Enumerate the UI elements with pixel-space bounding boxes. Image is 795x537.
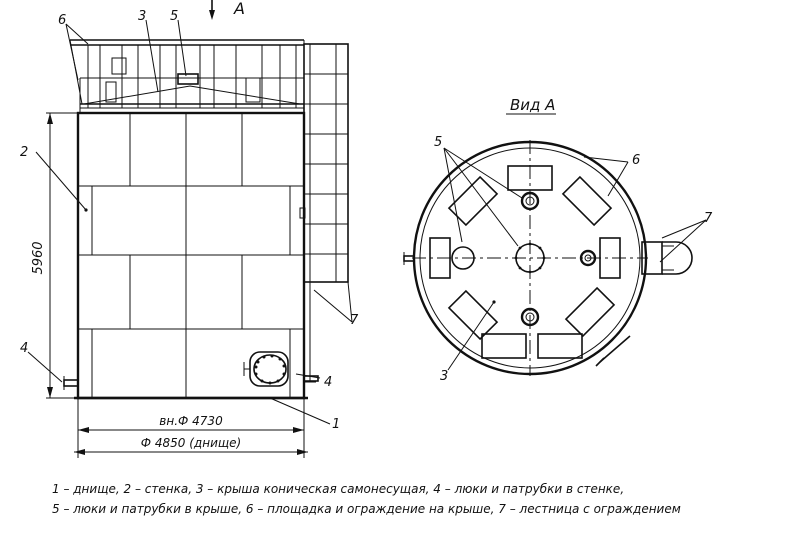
roof-hatches [451, 191, 597, 327]
wall-nozzle [63, 379, 79, 387]
callout-4: 4 [324, 375, 332, 390]
callout-5: 5 [434, 135, 442, 150]
callout-2: 2 [20, 145, 28, 160]
ladder-top [641, 241, 693, 275]
callout-4: 4 [20, 341, 28, 356]
side-view: 5960 вн.Ф 4730 Ф 4850 (днище) А [20, 0, 359, 458]
shell-nozzle [599, 335, 631, 363]
legend-line-2: 5 – люки и патрубки в крыше, 6 – площадк… [52, 502, 681, 516]
callout-6: 6 [632, 153, 640, 168]
callout-3: 3 [138, 9, 146, 24]
roof-nozzle [177, 73, 199, 85]
callout-3: 3 [440, 369, 448, 384]
view-title: Вид А [510, 96, 555, 114]
legend-line-1: 1 – днище, 2 – стенка, 3 – крыша коничес… [52, 482, 625, 496]
roof-hatch [111, 57, 127, 75]
inner-diameter-value: вн.Ф 4730 [159, 414, 223, 428]
diameter-dimensions: вн.Ф 4730 Ф 4850 (днище) [74, 398, 308, 458]
top-view: Вид А [403, 96, 713, 384]
wall-manhole [243, 351, 289, 387]
ladder-with-guard [299, 43, 349, 383]
callout-7: 7 [704, 211, 713, 226]
callout-7: 7 [350, 313, 359, 328]
callout-1: 1 [332, 417, 340, 432]
bottom-diameter-value: Ф 4850 (днище) [141, 436, 242, 450]
height-dimension-value: 5960 [31, 241, 46, 274]
callout-6: 6 [58, 13, 66, 28]
roof-platform-railing [69, 39, 305, 113]
view-arrow-label: А [233, 0, 245, 18]
height-dimension: 5960 [31, 112, 78, 399]
callout-5: 5 [170, 9, 178, 24]
roof-platform-segments [429, 165, 621, 359]
